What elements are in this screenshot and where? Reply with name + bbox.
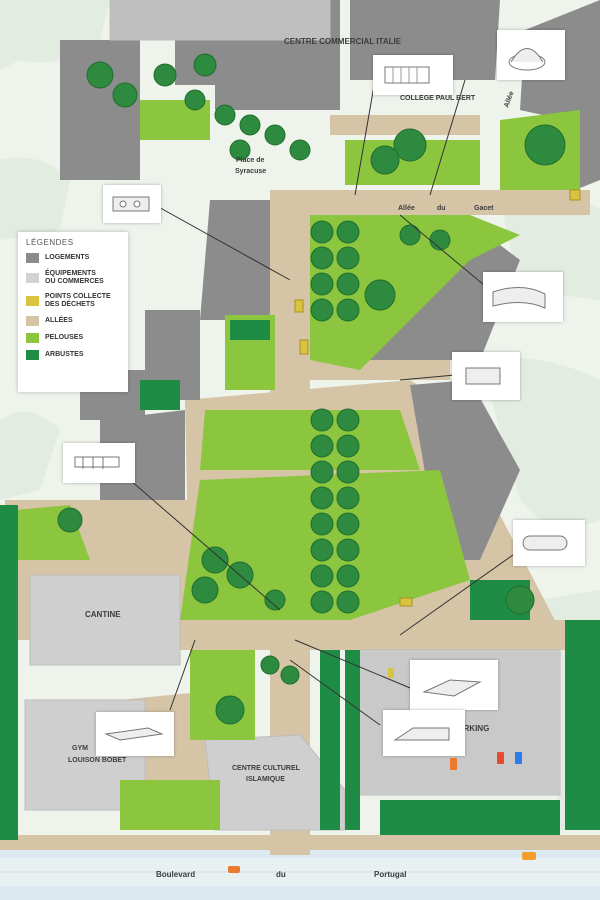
place-syracuse-label-2: Syracuse [235, 168, 266, 175]
gymnase-label-2: LOUISON BOBET [68, 757, 127, 764]
legend-item-allees: ALLÉES [26, 316, 122, 326]
legend-swatch-allees [26, 316, 39, 326]
gymnase-label-1: GYM [72, 745, 88, 752]
furniture-inset-wedge [383, 710, 465, 756]
callout-lines [129, 79, 521, 726]
furniture-inset-cylinder [513, 520, 585, 566]
cylinder-sketch-icon [522, 535, 568, 551]
furniture-inset-twist [410, 660, 498, 710]
allee-gacet-label-2: du [437, 205, 446, 212]
rack-sketch-icon [74, 456, 120, 469]
centre-commercial-label: CENTRE COMMERCIAL ITALIE [284, 37, 402, 46]
legend-label-logements: LOGEMENTS [45, 254, 90, 261]
tree-canopies [57, 53, 566, 725]
legend-title: LÉGENDES [26, 238, 74, 247]
blocks-sketch-icon [112, 196, 150, 212]
legend-swatch-pelouses [26, 333, 39, 343]
legend-swatch-equipements [26, 273, 39, 283]
furniture-inset-blocks [103, 185, 161, 223]
legend-swatch-dechets [26, 296, 39, 306]
furniture-inset-dome [497, 30, 565, 80]
furniture-inset-rack [63, 443, 135, 483]
wedge-sketch-icon [393, 727, 450, 741]
centre-culturel-label-1: CENTRE CULTUREL [232, 765, 301, 772]
legend-item-arbustes: ARBUSTES [26, 350, 122, 360]
furniture-inset-bench [373, 55, 453, 95]
furniture-inset-long-bench [96, 712, 174, 756]
parking-label: PARKING [453, 724, 489, 733]
boulevard-label-2: du [276, 870, 286, 879]
furniture-inset-wall [483, 272, 563, 322]
waste-points [294, 189, 581, 607]
long-bench-sketch-icon [104, 727, 164, 741]
bench-sketch-icon [384, 66, 430, 84]
arbustes-shrubs [0, 320, 600, 840]
allee-gacet-label-3: Gacet [474, 205, 494, 212]
boulevard-label-1: Boulevard [156, 870, 195, 879]
centre-culturel-label-2: ISLAMIQUE [246, 776, 285, 783]
dome-sketch-icon [508, 48, 546, 71]
legend-label-arbustes: ARBUSTES [45, 351, 84, 358]
car-icon [522, 852, 536, 860]
allee-gacet-label-1: Allée [398, 205, 415, 212]
twist-sketch-icon [422, 679, 482, 697]
furniture-inset-box [452, 352, 520, 400]
legend-swatch-arbustes [26, 350, 39, 360]
box-sketch-icon [465, 367, 501, 385]
car-icon [228, 866, 240, 873]
legend-label-allees: ALLÉES [45, 317, 73, 324]
college-label: COLLEGE PAUL BERT [400, 95, 476, 102]
boulevard-label-3: Portugal [374, 870, 406, 879]
legend-item-pelouses: PELOUSES [26, 333, 122, 343]
cantine-label: CANTINE [85, 610, 121, 619]
legend-swatch-logements [26, 253, 39, 263]
place-syracuse-label-1: Place de [236, 157, 265, 164]
legend-item-logements: LOGEMENTS [26, 253, 122, 263]
legend-label-pelouses: PELOUSES [45, 334, 84, 341]
wall-sketch-icon [492, 287, 546, 309]
